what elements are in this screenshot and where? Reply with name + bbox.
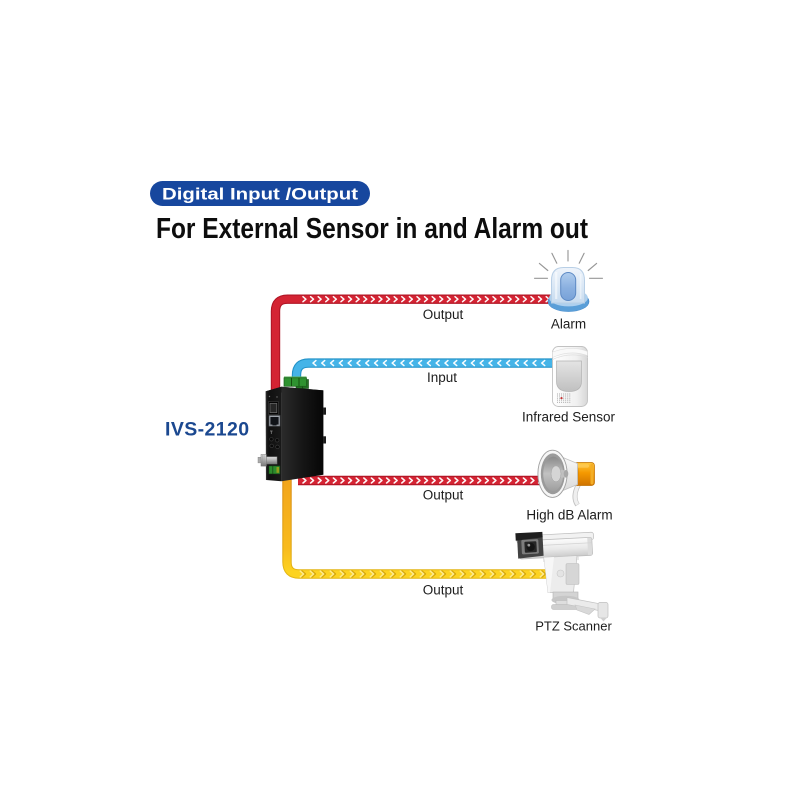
svg-text:Output: Output: [423, 583, 464, 598]
svg-text:PTZ Scanner: PTZ Scanner: [535, 619, 612, 634]
svg-text:Output: Output: [423, 488, 464, 503]
svg-text:High dB Alarm: High dB Alarm: [526, 508, 612, 523]
svg-text:Infrared Sensor: Infrared Sensor: [522, 410, 616, 425]
svg-text:Digital Input /Output: Digital Input /Output: [162, 186, 359, 204]
svg-text:IVS-2120: IVS-2120: [165, 419, 250, 441]
svg-text:Alarm: Alarm: [551, 317, 586, 332]
svg-text:Input: Input: [427, 370, 457, 385]
svg-text:Output: Output: [423, 307, 464, 322]
svg-text:For External Sensor in and Ala: For External Sensor in and Alarm out: [156, 213, 588, 245]
